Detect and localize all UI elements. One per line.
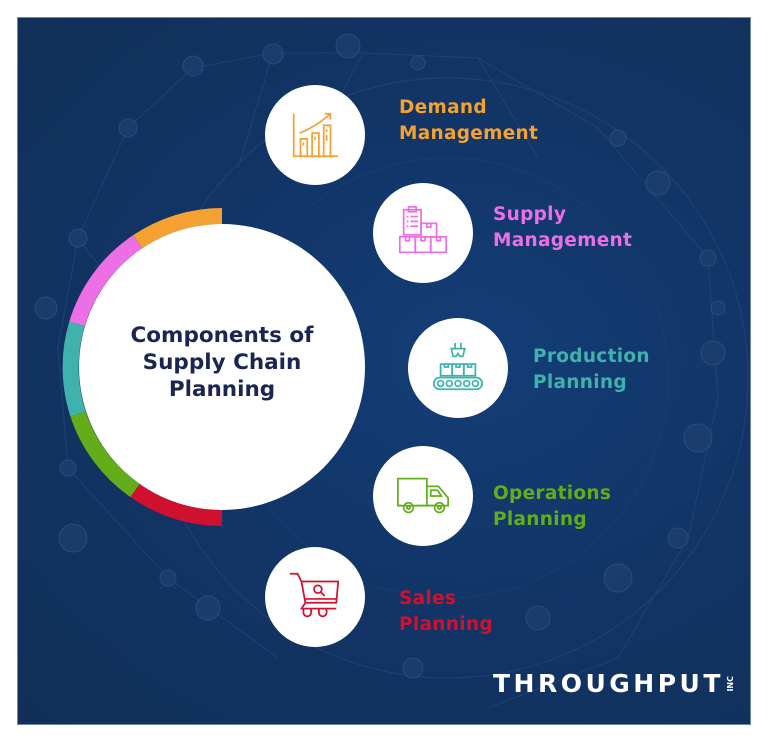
shopping-cart-search-icon xyxy=(289,572,340,618)
clipboard-boxes-icon xyxy=(398,206,448,254)
node-demand-management xyxy=(265,85,365,185)
brand-name: THROUGHPUT xyxy=(493,669,724,698)
conveyor-belt-icon xyxy=(432,342,484,391)
node-supply-management xyxy=(373,183,473,283)
throughput-logo: THROUGHPUT INC xyxy=(493,669,735,698)
label-sales-planning: Sales Planning xyxy=(399,588,493,635)
label-demand-management: Demand Management xyxy=(399,97,539,144)
node-production-planning xyxy=(408,318,508,418)
node-sales-planning xyxy=(265,547,365,647)
delivery-truck-icon xyxy=(396,477,450,514)
node-operations-planning xyxy=(373,446,473,546)
bar-chart-growth-icon xyxy=(292,112,339,158)
hub-title: Components of Supply Chain Planning xyxy=(130,322,314,402)
central-hub-circle: Components of Supply Chain Planning xyxy=(79,224,365,510)
brand-suffix: INC xyxy=(725,675,735,692)
label-supply-management: Supply Management xyxy=(493,204,633,251)
label-production-planning: Production Planning xyxy=(533,346,650,393)
label-operations-planning: Operations Planning xyxy=(493,483,612,530)
